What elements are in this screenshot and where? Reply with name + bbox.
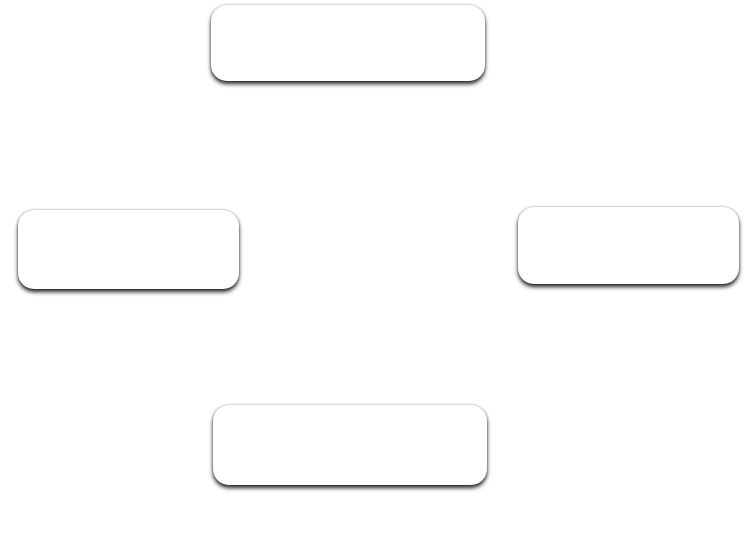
- diagram-node-bottom: [213, 405, 487, 485]
- diagram-node-right: [518, 207, 739, 284]
- diagram-node-left: [18, 210, 239, 289]
- diagram-node-top: [211, 5, 485, 81]
